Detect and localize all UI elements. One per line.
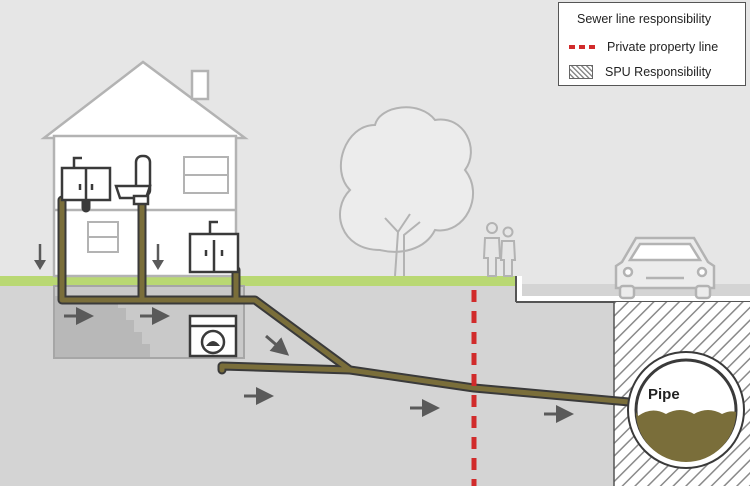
car-icon — [614, 236, 716, 300]
legend-label: Private property line — [607, 40, 719, 54]
legend: Sewer line responsibility Private proper… — [558, 2, 746, 86]
legend-label: SPU Responsibility — [605, 65, 712, 79]
street-surface — [516, 296, 750, 302]
flow-arrow-icon — [34, 244, 164, 270]
flow-arrow-icon — [64, 307, 574, 423]
legend-item-spu: SPU Responsibility — [569, 63, 711, 81]
sewer-pipes — [57, 195, 645, 408]
lawn — [0, 276, 516, 286]
main-pipe — [627, 351, 745, 469]
washing-machine-icon — [188, 314, 238, 358]
sink-icon — [60, 156, 112, 202]
toilet-icon — [114, 154, 152, 206]
people-icon — [482, 222, 517, 277]
legend-title: Sewer line responsibility — [577, 12, 712, 26]
tree-icon — [339, 106, 475, 277]
hatch-swatch-icon — [569, 65, 593, 79]
sink-icon — [188, 220, 240, 274]
legend-item-property-line: Private property line — [569, 38, 718, 56]
pipe-label: Pipe — [648, 386, 680, 403]
red-dash-swatch-icon — [569, 45, 595, 49]
